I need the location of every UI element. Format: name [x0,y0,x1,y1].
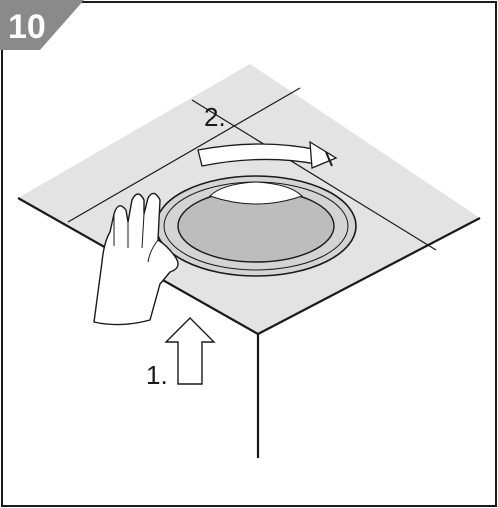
step-number: 10 [8,8,46,46]
rotate-arrow-icon [197,140,338,169]
ceiling-seam-2 [191,99,437,251]
step-badge [0,0,84,50]
up-arrow-icon [164,317,216,385]
step-1-label: 1. [146,360,168,390]
wall-edge-right [257,217,481,335]
reflector-cavity [209,181,303,205]
ceiling-seam-1 [67,87,301,223]
step-2-label: 2. [204,102,226,132]
hand-icon [93,192,179,326]
